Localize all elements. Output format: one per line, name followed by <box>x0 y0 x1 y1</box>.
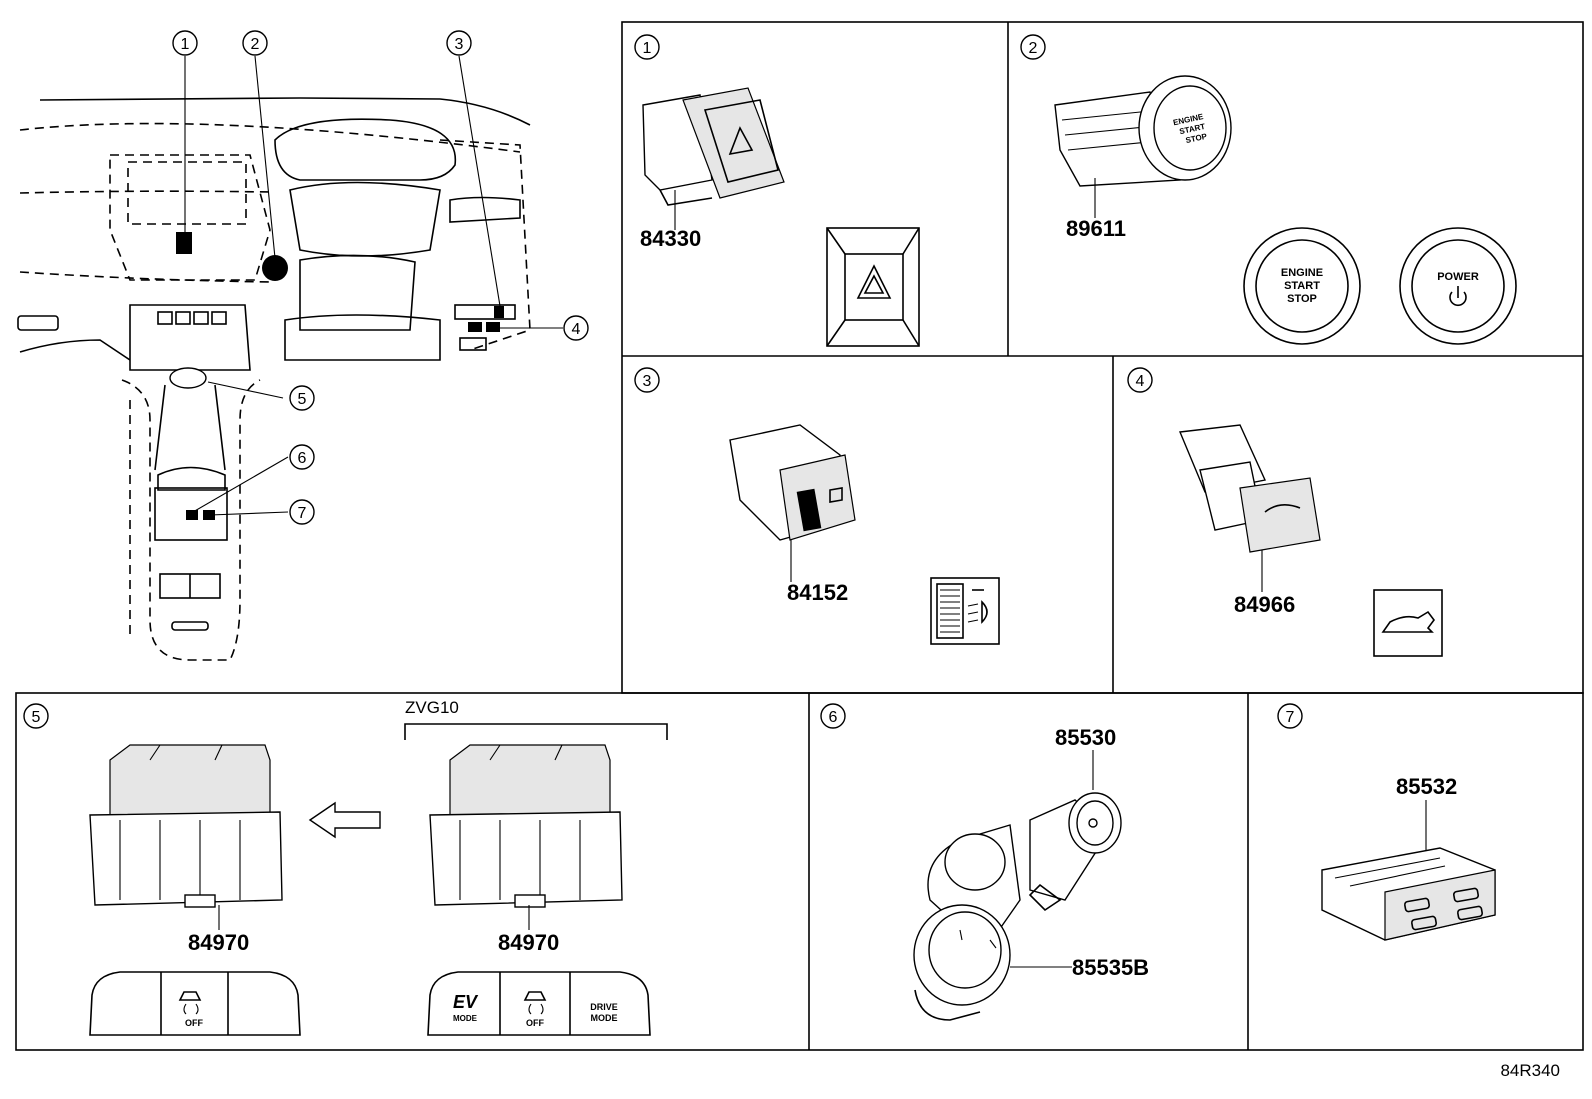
svg-text:MODE: MODE <box>453 1014 478 1023</box>
headlamp-leveling-icon <box>930 577 1000 645</box>
panel-5: 5 84970 ZVG10 84970 <box>23 698 668 1036</box>
part-85530: 85530 <box>1055 725 1116 750</box>
part-84970-right: 84970 <box>498 930 559 955</box>
zvg10-bracket <box>404 723 668 740</box>
diagram-code: 84R340 <box>1500 1061 1560 1080</box>
part-84330: 84330 <box>640 226 701 251</box>
socket-part <box>1028 792 1122 912</box>
panel-7: 7 85532 <box>1277 703 1496 941</box>
callout-3: 3 <box>446 30 472 56</box>
hazard-switch-location <box>176 232 192 254</box>
callout-6: 6 <box>289 444 315 470</box>
callout-2: 2 <box>242 30 268 56</box>
drive-mode-switch-part-left <box>89 744 283 908</box>
panel-4-number: 4 <box>1127 367 1153 393</box>
svg-text:5: 5 <box>298 391 307 408</box>
svg-text:3: 3 <box>455 36 464 53</box>
svg-text:OFF: OFF <box>185 1018 203 1028</box>
headlamp-leveling-switch-part <box>729 424 856 541</box>
svg-text:2: 2 <box>251 36 260 53</box>
dashboard-overview <box>17 97 531 661</box>
socket-cover-part <box>913 824 1021 1021</box>
arrow-icon <box>308 801 381 839</box>
svg-text:1: 1 <box>181 36 190 53</box>
panel-6: 6 85530 85535B <box>820 703 1149 1021</box>
svg-text:EV: EV <box>453 992 479 1012</box>
panel-2-number: 2 <box>1020 34 1046 60</box>
engine-start-stop-button: ENGINE START STOP <box>1243 227 1361 345</box>
svg-text:6: 6 <box>298 450 307 467</box>
hazard-triangle-icon <box>826 227 920 347</box>
switch-face-right: EV MODE OFF DRIVE MODE <box>427 971 651 1036</box>
hazard-switch-part <box>642 87 785 206</box>
power-button: POWER <box>1399 227 1517 345</box>
part-89611: 89611 <box>1066 216 1126 241</box>
panel-2: 2 ENGINE START STOP 89611 ENGINE START S… <box>1020 34 1517 345</box>
svg-text:START: START <box>1284 280 1320 292</box>
svg-text:1: 1 <box>643 40 652 57</box>
svg-text:ENGINE: ENGINE <box>1281 267 1323 279</box>
callout-1: 1 <box>172 30 198 56</box>
svg-text:DRIVE: DRIVE <box>590 1002 618 1012</box>
trunk-open-icon <box>1373 589 1443 657</box>
svg-text:4: 4 <box>1136 373 1145 390</box>
overview-callouts: 1 2 3 4 5 6 7 <box>172 30 589 525</box>
callout-5: 5 <box>289 385 315 411</box>
part-85535B: 85535B <box>1072 955 1149 980</box>
callout-4: 4 <box>563 315 589 341</box>
svg-text:MODE: MODE <box>591 1013 618 1023</box>
panel-1-number: 1 <box>634 34 660 60</box>
svg-text:3: 3 <box>643 373 652 390</box>
drive-mode-switch-part-right <box>429 744 623 908</box>
traction-control-icon <box>178 991 202 1015</box>
svg-text:6: 6 <box>829 709 838 726</box>
part-84970-left: 84970 <box>188 930 249 955</box>
panel-frames <box>15 21 1584 1051</box>
part-84152: 84152 <box>787 580 848 605</box>
panel-7-number: 7 <box>1277 703 1303 729</box>
svg-text:7: 7 <box>1286 709 1295 726</box>
panel-3-number: 3 <box>634 367 660 393</box>
callout-7: 7 <box>289 499 315 525</box>
panel-5-number: 5 <box>23 703 49 729</box>
svg-text:4: 4 <box>572 321 581 338</box>
svg-text:7: 7 <box>298 505 307 522</box>
svg-text:5: 5 <box>32 709 41 726</box>
svg-text:STOP: STOP <box>1287 293 1317 305</box>
svg-text:POWER: POWER <box>1437 271 1479 283</box>
part-84966: 84966 <box>1234 592 1295 617</box>
panel-6-number: 6 <box>820 703 846 729</box>
panel-3: 3 84152 <box>634 367 1000 645</box>
panel-4: 4 84966 <box>1127 367 1443 657</box>
part-85532: 85532 <box>1396 774 1457 799</box>
panel-1: 1 84330 <box>634 34 920 347</box>
start-button-location <box>262 255 288 281</box>
usb-port-part <box>1321 847 1496 941</box>
traction-control-icon-2 <box>523 991 547 1015</box>
svg-text:OFF: OFF <box>526 1018 544 1028</box>
svg-text:2: 2 <box>1029 40 1038 57</box>
zvg10-label: ZVG10 <box>405 698 459 717</box>
start-switch-part: ENGINE START STOP <box>1054 75 1232 187</box>
switch-face-left: OFF <box>89 971 301 1036</box>
trunk-opener-switch-part <box>1178 424 1321 553</box>
power-icon <box>1449 286 1467 307</box>
